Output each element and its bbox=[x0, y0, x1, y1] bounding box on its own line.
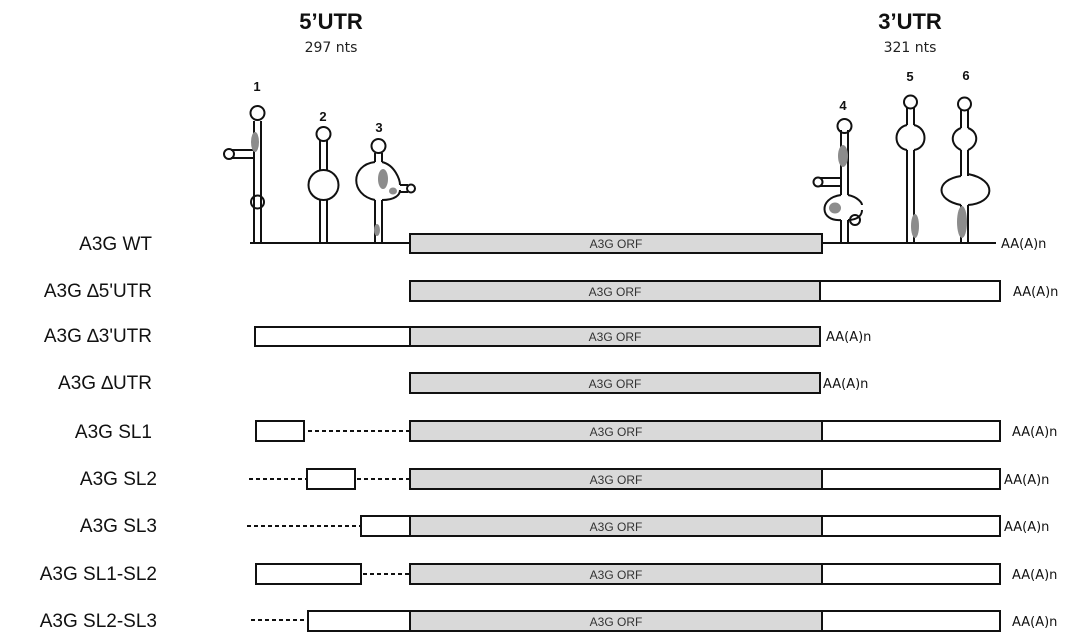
sl2-sl3-orf-label: A3G ORF bbox=[590, 615, 643, 629]
sl1-sl2-polya: AA(A)n bbox=[1012, 568, 1057, 583]
utr5-title: 5’UTR bbox=[299, 9, 363, 34]
stem-loop-number-5: 5 bbox=[906, 69, 913, 84]
sl1-orf-label: A3G ORF bbox=[590, 425, 643, 439]
row-label-sl1-sl2: A3G SL1-SL2 bbox=[40, 564, 157, 585]
stem-loop-number-3: 3 bbox=[375, 120, 382, 135]
stem-loop-5 bbox=[895, 94, 926, 243]
wt-orf-label: A3G ORF bbox=[590, 237, 643, 251]
dutr-orf-box bbox=[409, 372, 821, 394]
d5utr-orf-label: A3G ORF bbox=[589, 285, 642, 299]
row-label-sl2-sl3: A3G SL2-SL3 bbox=[40, 611, 157, 632]
dutr-orf-label: A3G ORF bbox=[589, 377, 642, 391]
row-label-sl2: A3G SL2 bbox=[80, 469, 157, 490]
stem-loop-number-4: 4 bbox=[839, 98, 847, 113]
stem-loop-6 bbox=[940, 96, 991, 243]
sl2-orf-label: A3G ORF bbox=[590, 473, 643, 487]
stem-loop-2 bbox=[307, 126, 340, 243]
stem-loop-number-2: 2 bbox=[319, 109, 326, 124]
d3utr-orf-label: A3G ORF bbox=[589, 330, 642, 344]
sl1-3utr-box bbox=[821, 420, 1001, 442]
utr5-length: 297 nts bbox=[305, 40, 358, 56]
utr3-title: 3’UTR bbox=[878, 9, 942, 34]
sl3-5utr-box bbox=[360, 515, 411, 537]
stem-loop-1 bbox=[223, 105, 266, 243]
stem-loop-number-1: 1 bbox=[253, 79, 260, 94]
sl1-5utr-box bbox=[255, 420, 305, 442]
sl1-sl2-3utr-box bbox=[821, 563, 1001, 585]
row-label-sl3: A3G SL3 bbox=[80, 516, 157, 537]
wt-polya: AA(A)n bbox=[1001, 237, 1046, 252]
utr3-length: 321 nts bbox=[884, 40, 937, 56]
sl3-polya: AA(A)n bbox=[1004, 520, 1049, 535]
row-label-sl1: A3G SL1 bbox=[75, 422, 152, 443]
sl3-3utr-box bbox=[821, 515, 1001, 537]
sl2-3utr-box bbox=[821, 468, 1001, 490]
d3utr-polya: AA(A)n bbox=[826, 330, 871, 345]
sl2-sl3-polya: AA(A)n bbox=[1012, 615, 1057, 630]
dutr-polya: AA(A)n bbox=[823, 377, 868, 392]
sl2-sl3-5utr-box bbox=[307, 610, 411, 632]
sl1-sl2-5utr-box bbox=[255, 563, 362, 585]
sl2-5utr-box bbox=[306, 468, 356, 490]
sl1-polya: AA(A)n bbox=[1012, 425, 1057, 440]
sl2-sl3-3utr-box bbox=[821, 610, 1001, 632]
sl3-orf-label: A3G ORF bbox=[590, 520, 643, 534]
row-label-wt: A3G WT bbox=[79, 234, 152, 255]
stem-loop-number-6: 6 bbox=[962, 68, 969, 83]
stem-loop-3 bbox=[355, 138, 416, 243]
d3utr-orf-box bbox=[409, 326, 821, 347]
row-label-dutr: A3G ∆UTR bbox=[58, 373, 152, 394]
d3utr-5utr-box bbox=[254, 326, 411, 347]
sl2-polya: AA(A)n bbox=[1004, 473, 1049, 488]
sl1-sl2-orf-label: A3G ORF bbox=[590, 568, 643, 582]
stem-loop-4 bbox=[812, 118, 863, 243]
row-label-d5utr: A3G ∆5'UTR bbox=[44, 281, 152, 302]
row-label-d3utr: A3G ∆3'UTR bbox=[44, 326, 152, 347]
d5utr-polya: AA(A)n bbox=[1013, 285, 1058, 300]
d5utr-3utr-box bbox=[819, 280, 1001, 302]
